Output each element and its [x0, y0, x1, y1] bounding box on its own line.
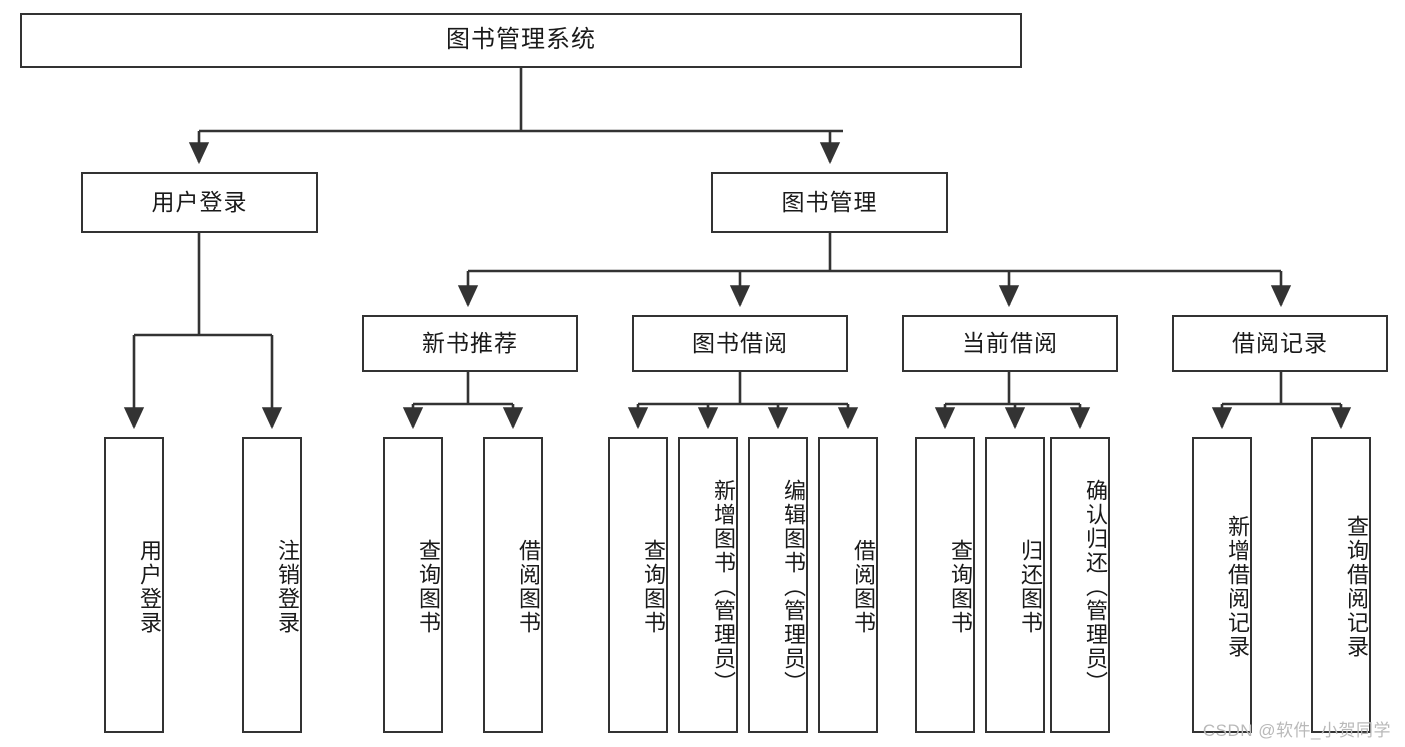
node-new-book-recommend[interactable]: 新书推荐 [362, 315, 578, 372]
node-leaf-query-book-2[interactable]: 查询图书 [608, 437, 668, 733]
node-leaf-return-book[interactable]: 归还图书 [985, 437, 1045, 733]
csdn-watermark: CSDN @软件_小贺同学 [1202, 721, 1391, 740]
node-book-manage[interactable]: 图书管理 [711, 172, 948, 233]
node-leaf-confirm-return[interactable]: 确认归还（管理员） [1050, 437, 1110, 733]
node-leaf-query-book-3[interactable]: 查询图书 [915, 437, 975, 733]
node-leaf-borrow-book-2[interactable]: 借阅图书 [818, 437, 878, 733]
node-leaf-add-book[interactable]: 新增图书（管理员） [678, 437, 738, 733]
node-book-borrow[interactable]: 图书借阅 [632, 315, 848, 372]
node-borrow-record[interactable]: 借阅记录 [1172, 315, 1388, 372]
node-leaf-query-record[interactable]: 查询借阅记录 [1311, 437, 1371, 733]
node-leaf-user-login[interactable]: 用户登录 [104, 437, 164, 733]
node-current-borrow[interactable]: 当前借阅 [902, 315, 1118, 372]
node-user-login[interactable]: 用户登录 [81, 172, 318, 233]
node-leaf-borrow-book-1[interactable]: 借阅图书 [483, 437, 543, 733]
node-leaf-query-book-1[interactable]: 查询图书 [383, 437, 443, 733]
node-leaf-logout-login[interactable]: 注销登录 [242, 437, 302, 733]
node-root-system[interactable]: 图书管理系统 [20, 13, 1022, 68]
node-leaf-add-record[interactable]: 新增借阅记录 [1192, 437, 1252, 733]
node-leaf-edit-book[interactable]: 编辑图书（管理员） [748, 437, 808, 733]
